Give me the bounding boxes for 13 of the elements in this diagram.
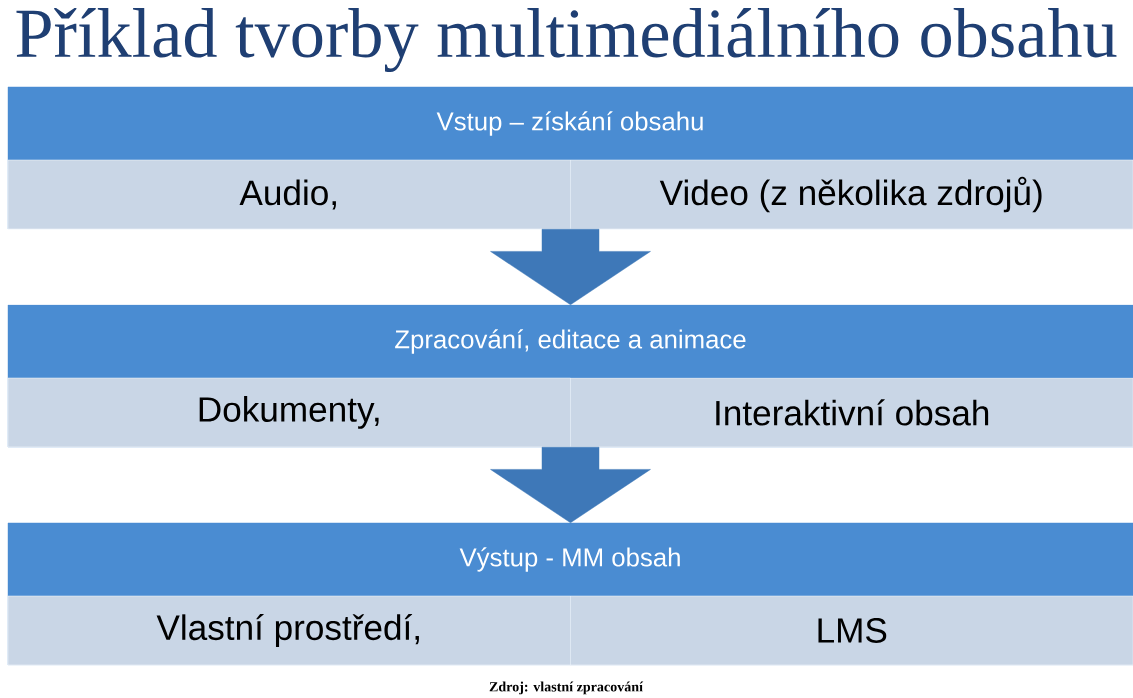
content-cell: LMS bbox=[570, 595, 1133, 666]
caption: Zdroj: vlastní zpracování bbox=[489, 681, 644, 695]
block-arrow bbox=[490, 229, 651, 305]
node-label: LMS bbox=[818, 618, 887, 643]
block-arrow bbox=[490, 447, 651, 523]
title: Příklad tvorby multimediálního obsahu bbox=[16, 7, 1117, 73]
node-label: Interaktivní obsah bbox=[716, 399, 989, 426]
node-label: Video (z několika zdrojů) bbox=[659, 176, 1042, 213]
content-cell: Interaktivní obsah bbox=[570, 377, 1133, 448]
content-cell: Video (z několika zdrojů) bbox=[570, 159, 1133, 230]
content-cell: Audio, bbox=[7, 159, 571, 230]
content-cell: Vlastní prostředí, bbox=[7, 595, 571, 666]
content-cell: Dokumenty, bbox=[7, 377, 571, 448]
